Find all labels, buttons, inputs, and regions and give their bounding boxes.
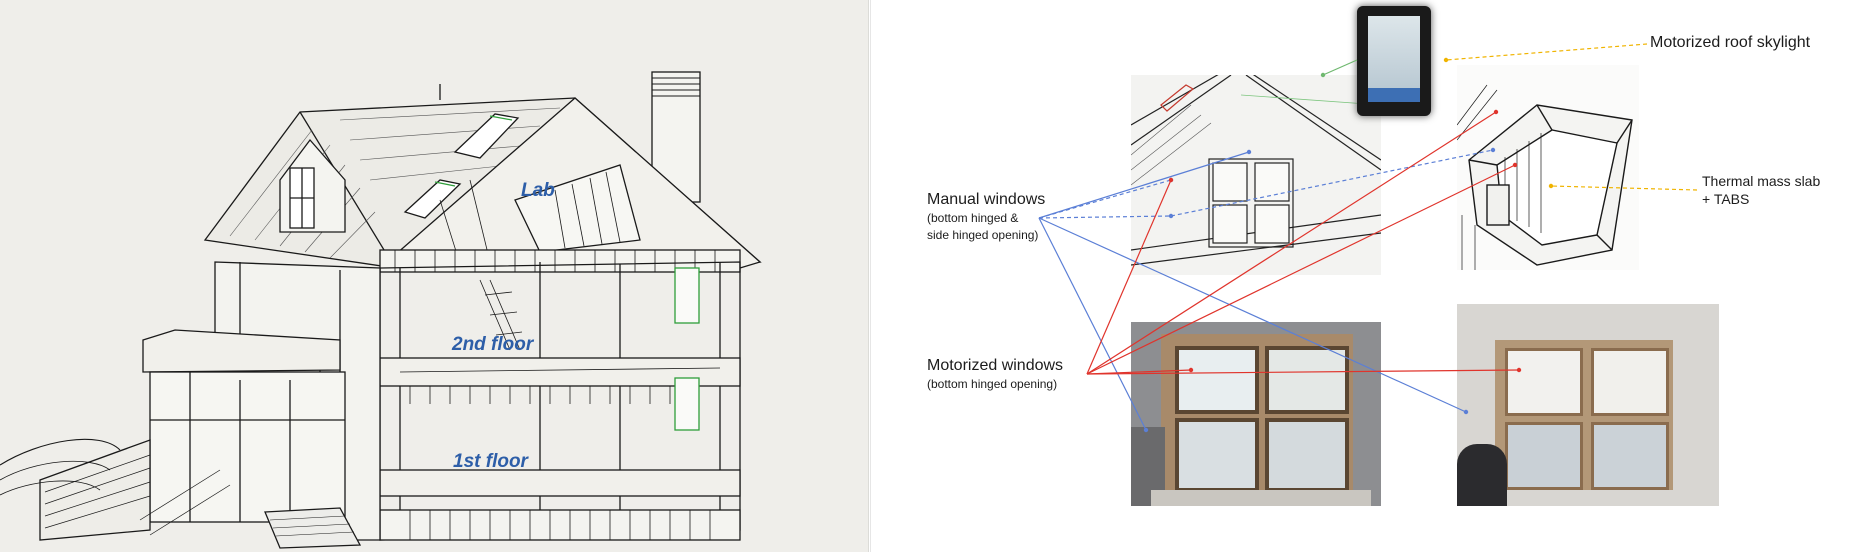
manual-leader-lab-arrowhead xyxy=(1490,147,1496,153)
manual-leader-gable-2 xyxy=(1038,215,1172,219)
windows-diagram-panel: Manual windows (bottom hinged & side hin… xyxy=(870,0,1852,552)
thermal-mass-leader-arrowhead xyxy=(1548,183,1554,189)
manual-leader-room xyxy=(1038,217,1467,413)
skylight-leader xyxy=(1445,43,1648,61)
first-floor-label: 1st floor xyxy=(453,451,528,472)
gable-windows-drawing xyxy=(1131,75,1381,275)
manual-leader-photo-arrowhead xyxy=(1143,427,1149,433)
manual-windows-detail-1: (bottom hinged & xyxy=(927,211,1019,225)
motorized-leader-photo-arrowhead xyxy=(1188,367,1194,373)
skylight-title: Motorized roof skylight xyxy=(1650,34,1811,51)
skylight-photo xyxy=(1357,6,1431,116)
lab-slab-drawing xyxy=(1457,65,1639,270)
motorized-leader-gable-arrowhead xyxy=(1168,177,1174,183)
skylight-model-leader-arrowhead xyxy=(1320,72,1326,78)
manual-windows-title: Manual windows xyxy=(927,191,1046,208)
motorized-leader-lab-2-arrowhead xyxy=(1493,109,1499,115)
manual-windows-detail-2: side hinged opening) xyxy=(927,228,1039,242)
motorized-leader-lab-1-arrowhead xyxy=(1512,162,1518,168)
skylight-model-leader xyxy=(1322,59,1358,76)
manual-leader-gable-3-arrowhead xyxy=(1246,149,1252,155)
motorized-windows-title: Motorized windows xyxy=(927,357,1064,374)
thermal-mass-line-1: Thermal mass slab xyxy=(1702,173,1821,189)
thermal-mass-leader xyxy=(1550,185,1698,191)
lab-label: Lab xyxy=(521,180,555,201)
manual-leader-gable-3 xyxy=(1038,151,1250,219)
house-model-panel: Lab 2nd floor 1st floor xyxy=(0,0,869,552)
thermal-mass-line-2: + TABS xyxy=(1702,191,1750,207)
motorized-leader-room-arrowhead xyxy=(1516,367,1522,373)
motorized-leader-lab-1 xyxy=(1086,164,1516,375)
room-windows-photo xyxy=(1457,304,1719,506)
motorized-windows-photo xyxy=(1131,322,1381,506)
skylight-leader-arrowhead xyxy=(1443,57,1449,63)
manual-leader-lab xyxy=(1170,149,1494,217)
manual-leader-photo xyxy=(1038,217,1147,431)
motorized-leader-lab-2 xyxy=(1086,111,1497,375)
second-floor-label: 2nd floor xyxy=(452,334,534,355)
manual-leader-room-arrowhead xyxy=(1463,409,1469,415)
motorized-leader-gable xyxy=(1086,179,1172,375)
motorized-windows-detail: (bottom hinged opening) xyxy=(927,377,1058,391)
motorized-windows-annotation: Motorized windows (bottom hinged opening… xyxy=(927,356,1147,393)
leader-lines xyxy=(1038,43,1698,433)
skylight-annotation: Motorized roof skylight xyxy=(1650,33,1850,53)
house-wireframe-drawing xyxy=(0,71,762,549)
manual-windows-annotation: Manual windows (bottom hinged & side hin… xyxy=(927,190,1147,244)
motorized-leader-room xyxy=(1086,369,1520,375)
thermal-mass-annotation: Thermal mass slab + TABS xyxy=(1702,172,1852,208)
